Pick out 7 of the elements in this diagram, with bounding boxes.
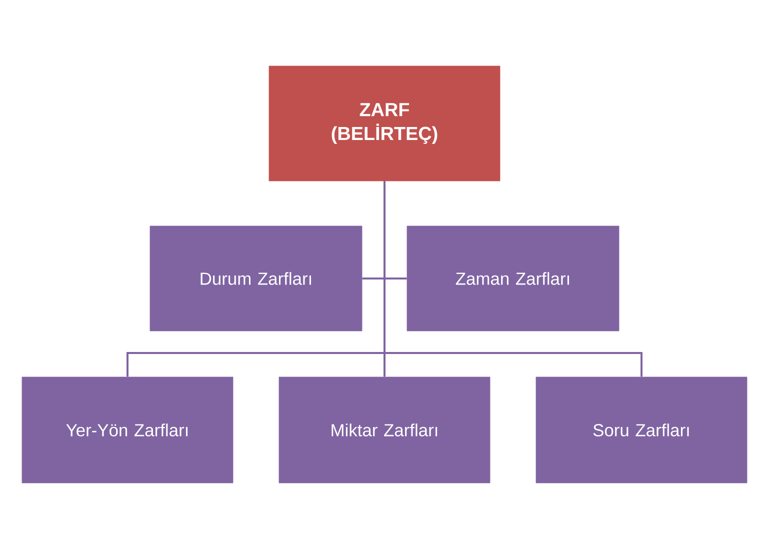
root-box: ZARF (BELİRTEÇ) (268, 66, 500, 182)
category-box: Durum Zarfları (150, 226, 362, 332)
category-box: Miktar Zarfları (278, 376, 490, 484)
category-box: Zaman Zarfları (406, 226, 620, 332)
category-box: Yer-Yön Zarfları (22, 376, 234, 484)
connector-line (384, 181, 642, 377)
category-box: Soru Zarfları (536, 376, 748, 484)
